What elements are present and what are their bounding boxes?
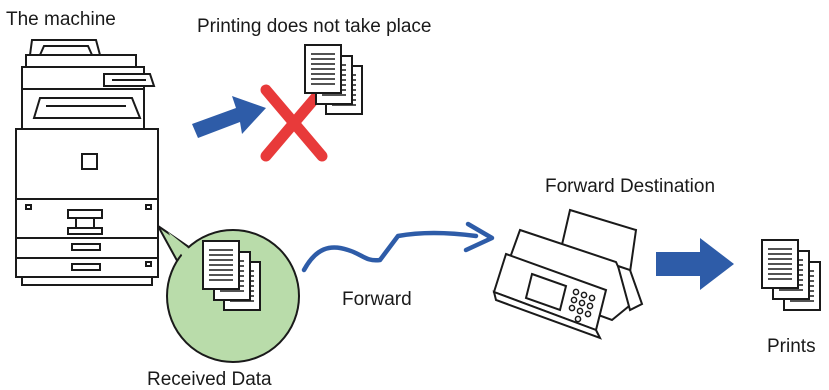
fax-machine-icon [492,208,644,340]
no-print-label: Printing does not take place [197,16,432,37]
forward-destination-label: Forward Destination [545,176,716,197]
arrow-icon [192,96,266,138]
machine-label: The machine [6,9,116,30]
cross-icon [260,84,328,162]
received-data-label: Received Data [147,369,272,390]
prints-label: Prints [767,336,816,357]
multifunction-printer-icon [15,39,159,286]
arrow-icon [656,238,734,290]
lightning-arrow-icon [301,221,495,273]
forward-label: Forward [342,289,412,310]
received-data-bubble [157,225,300,363]
document-stack-icon [761,239,821,311]
